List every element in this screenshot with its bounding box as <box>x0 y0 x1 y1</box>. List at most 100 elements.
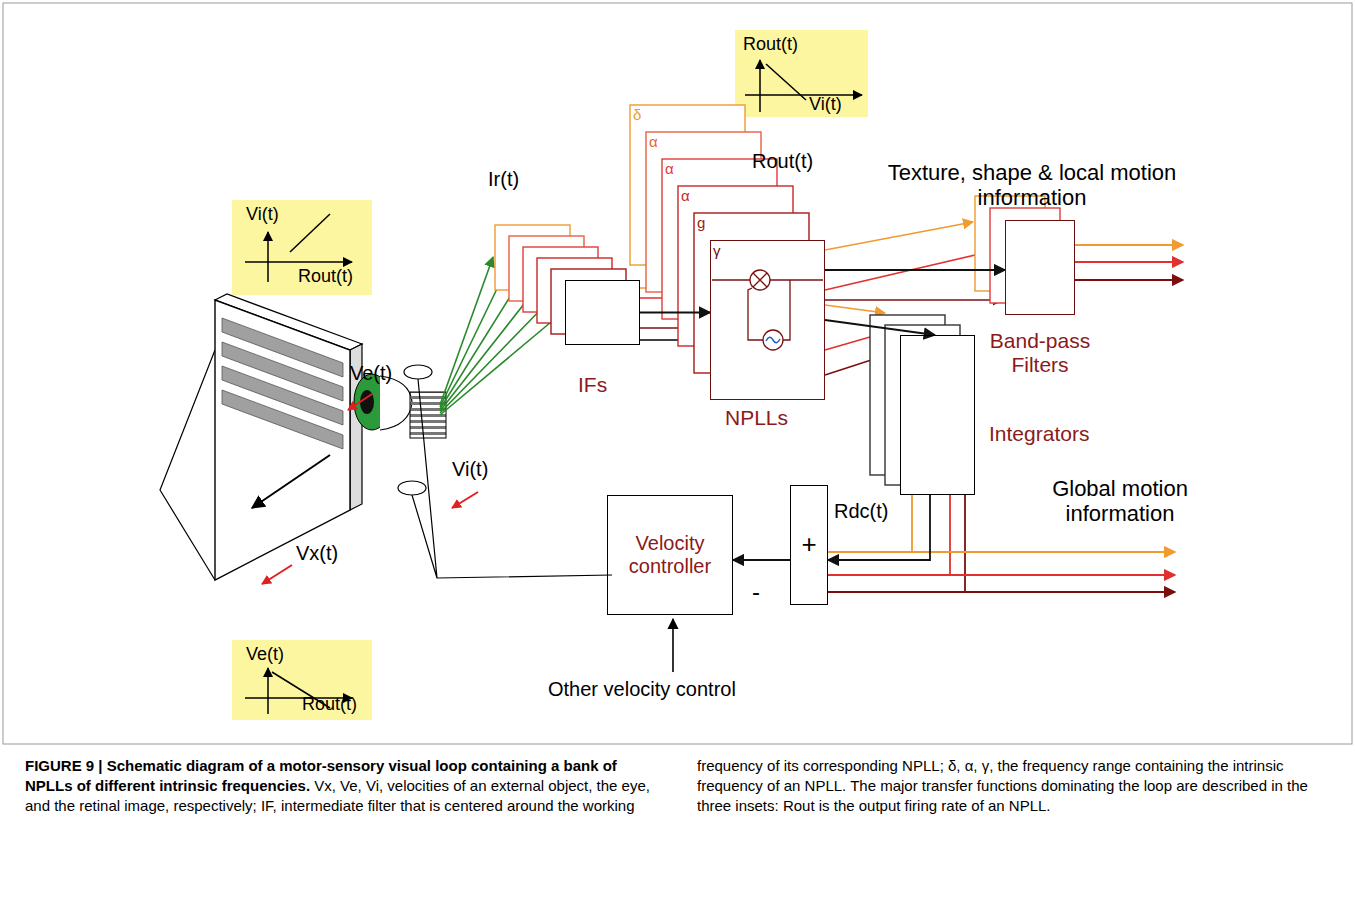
control-arrow <box>672 619 674 672</box>
npll-circuit <box>763 330 783 350</box>
npll-circuit <box>753 273 767 287</box>
summing-box: + <box>790 485 828 605</box>
label: g <box>697 214 705 231</box>
node-text: Vi(t) <box>809 94 842 115</box>
bandpass-stack <box>1005 220 1075 315</box>
label: α <box>681 187 690 204</box>
label: Other velocity control <box>548 678 736 701</box>
label: α <box>665 160 674 177</box>
grating-screen <box>262 565 292 584</box>
inset-axes <box>745 94 862 96</box>
label: δ <box>633 106 641 123</box>
input-lines <box>440 312 563 415</box>
signal-arrows <box>825 222 973 250</box>
inset-axes <box>245 261 352 263</box>
label: - <box>752 578 760 606</box>
inset-axes <box>766 64 806 100</box>
label: Ir(t) <box>488 168 519 191</box>
figure-caption: FIGURE 9 | Schematic diagram of a motor-… <box>25 756 1335 816</box>
npll-box: NPLLs <box>710 240 825 400</box>
eye <box>380 376 412 430</box>
npll-circuit <box>750 270 770 290</box>
global-output-lines <box>828 551 1175 553</box>
inset-panel <box>232 640 372 720</box>
inset-axes <box>290 214 330 252</box>
filter-box: Band-pass Filters <box>1005 220 1075 315</box>
label: Rout(t) <box>752 150 813 173</box>
label: Vx(t) <box>296 542 338 565</box>
grating-screen <box>252 455 330 508</box>
grating-screen <box>160 350 215 580</box>
eye <box>452 492 478 508</box>
inset-graph: Vi(t) Rout(t) <box>232 200 372 295</box>
inset-panel <box>735 30 868 117</box>
integrator-box: Integrators <box>900 335 975 495</box>
controller-box: Velocity controller <box>607 495 733 615</box>
signal-arrows <box>825 252 988 290</box>
integrator-stack <box>870 315 975 495</box>
inset-graph: Ve(t) Rout(t) <box>232 640 372 720</box>
signal-arrows <box>825 299 1003 301</box>
connector <box>733 559 790 561</box>
label: Vi(t) <box>452 458 488 481</box>
global-output-lines <box>949 495 951 575</box>
inset-panel <box>232 200 372 295</box>
inset-axes <box>267 668 269 714</box>
output-arrows <box>1075 245 1183 280</box>
connector <box>825 269 1005 271</box>
node-text: Vi(t) <box>246 204 279 225</box>
global-output-lines <box>828 591 1175 593</box>
connector <box>828 495 930 560</box>
integrator-stack <box>900 335 975 495</box>
npll-stack <box>630 105 825 400</box>
label: Global motion information <box>1030 476 1210 527</box>
eye <box>398 481 426 495</box>
inset-axes <box>267 232 269 282</box>
global-output-lines <box>828 574 1175 576</box>
label: γ <box>713 242 721 259</box>
inset-axes <box>759 60 761 112</box>
eye <box>360 390 374 414</box>
input-lines <box>440 257 493 405</box>
npll-circuit <box>766 337 780 343</box>
figure-frame <box>3 3 1352 744</box>
node-text: Rout(t) <box>743 34 798 55</box>
node-text: Velocity controller <box>608 532 732 578</box>
npll-circuit <box>712 270 823 350</box>
node-text: Rout(t) <box>298 266 353 287</box>
node-text: Band-pass Filters <box>984 329 1096 377</box>
global-output-lines <box>911 495 913 552</box>
filter-stack <box>495 225 640 345</box>
output-arrows <box>1075 261 1183 263</box>
eye <box>348 365 612 578</box>
label: α <box>649 133 658 150</box>
output-arrows <box>1075 244 1183 246</box>
label: Texture, shape & local motion informatio… <box>862 160 1202 211</box>
grating-screen <box>222 390 343 449</box>
filter-box: IFs <box>565 280 640 345</box>
bandpass-stack <box>975 196 1075 315</box>
input-lines <box>440 301 549 413</box>
node-text: + <box>797 530 820 560</box>
connector <box>640 312 710 314</box>
node-text: Integrators <box>989 422 1089 446</box>
global-output-lines <box>964 495 966 592</box>
control-arrow <box>673 619 674 672</box>
output-arrows <box>1075 279 1183 281</box>
connector <box>825 320 935 335</box>
npll-stack <box>710 240 825 400</box>
input-lines <box>440 290 535 411</box>
eye <box>348 394 372 410</box>
label: Rdc(t) <box>834 500 888 523</box>
signal-arrows <box>825 305 885 313</box>
node-text: IFs <box>578 373 607 397</box>
grating-screen <box>215 300 350 580</box>
node-text: Ve(t) <box>246 644 284 665</box>
label: Ve(t) <box>350 362 392 385</box>
grating-screen <box>160 294 362 584</box>
node-text: NPLLs <box>725 406 788 430</box>
eye <box>404 365 432 379</box>
node-text: Rout(t) <box>302 694 357 715</box>
filter-stack <box>565 280 640 345</box>
inset-graph: Rout(t) Vi(t) <box>735 30 868 117</box>
